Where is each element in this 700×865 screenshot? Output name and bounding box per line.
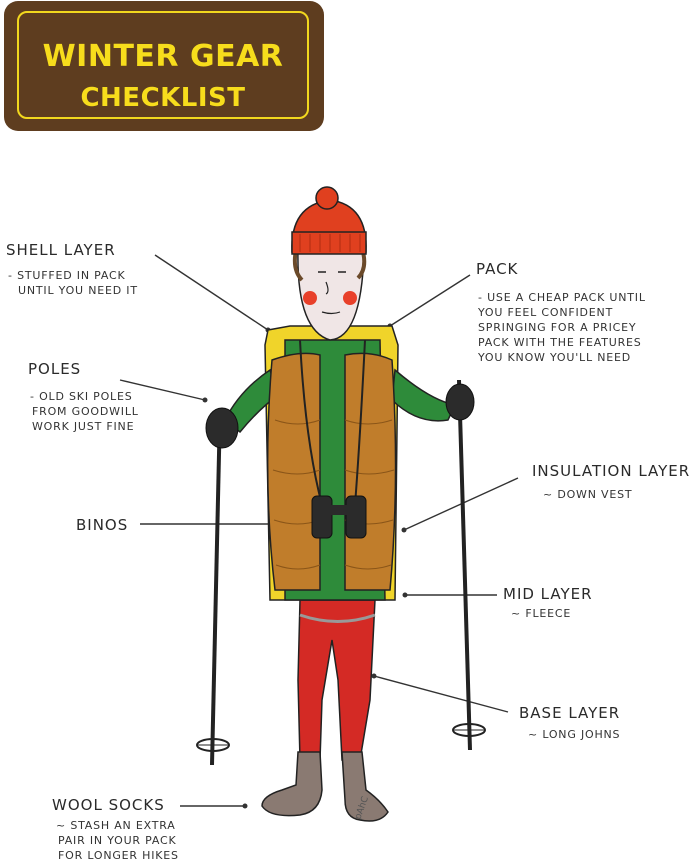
right-pole [452,379,486,751]
beanie-ribs [299,234,361,252]
left-glove [205,407,239,449]
base-layer-legs [297,599,376,761]
left-pole [196,409,230,766]
wool-socks [261,751,389,822]
note-shell-1: - STUFFED IN PACK [8,269,126,282]
note-socks-2: PAIR IN YOUR PACK [58,834,177,847]
note-base-1: ~ LONG JOHNS [528,728,621,741]
beanie-cuff [291,231,367,255]
note-shell-2: UNTIL YOU NEED IT [18,284,138,297]
right-arm [391,368,457,422]
note-socks-3: FOR LONGER HIKES [58,849,179,862]
binos-strap [299,339,366,506]
left-cheek [303,291,317,305]
title-line-1: WINTER GEAR [42,39,284,74]
note-mid-1: ~ FLEECE [511,607,572,620]
label-mid-layer: MID LAYER [503,585,593,603]
note-insulation-1: ~ DOWN VEST [543,488,633,501]
beanie-pompom [315,186,339,210]
note-poles-1: - OLD SKI POLES [30,390,133,403]
vest-left [266,352,321,591]
label-insulation-layer: INSULATION LAYER [532,462,691,480]
title-banner: WINTER GEAR CHECKLIST [4,1,324,131]
right-cheek [343,291,357,305]
leader-pack [389,274,471,327]
note-pack-3: SPRINGING FOR A PRICEY [478,321,637,334]
nose-mouth [321,281,341,315]
note-poles-3: WORK JUST FINE [32,420,135,433]
leader-shell [154,254,269,331]
label-pack: PACK [476,260,519,278]
label-wool-socks: WOOL SOCKS [52,796,165,814]
title-line-2: CHECKLIST [80,83,246,113]
note-pack-4: PACK WITH THE FEATURES [478,336,642,349]
label-base-layer: BASE LAYER [519,704,621,722]
leader-poles [119,379,206,401]
title-banner-border: WINTER GEAR CHECKLIST [17,11,309,119]
label-binos: BINOS [76,516,129,534]
label-shell-layer: SHELL LAYER [6,241,116,259]
note-pack-2: YOU FEEL CONFIDENT [478,306,614,319]
face [297,247,365,341]
note-socks-1: ~ STASH AN EXTRA [56,819,176,832]
label-poles: POLES [28,360,82,378]
note-pack-1: - USE A CHEAP PACK UNTIL [478,291,646,304]
note-poles-2: FROM GOODWILL [32,405,139,418]
binoculars [311,495,367,539]
right-glove [445,383,475,421]
note-pack-5: YOU KNOW YOU'LL NEED [478,351,632,364]
leader-base [373,675,509,713]
